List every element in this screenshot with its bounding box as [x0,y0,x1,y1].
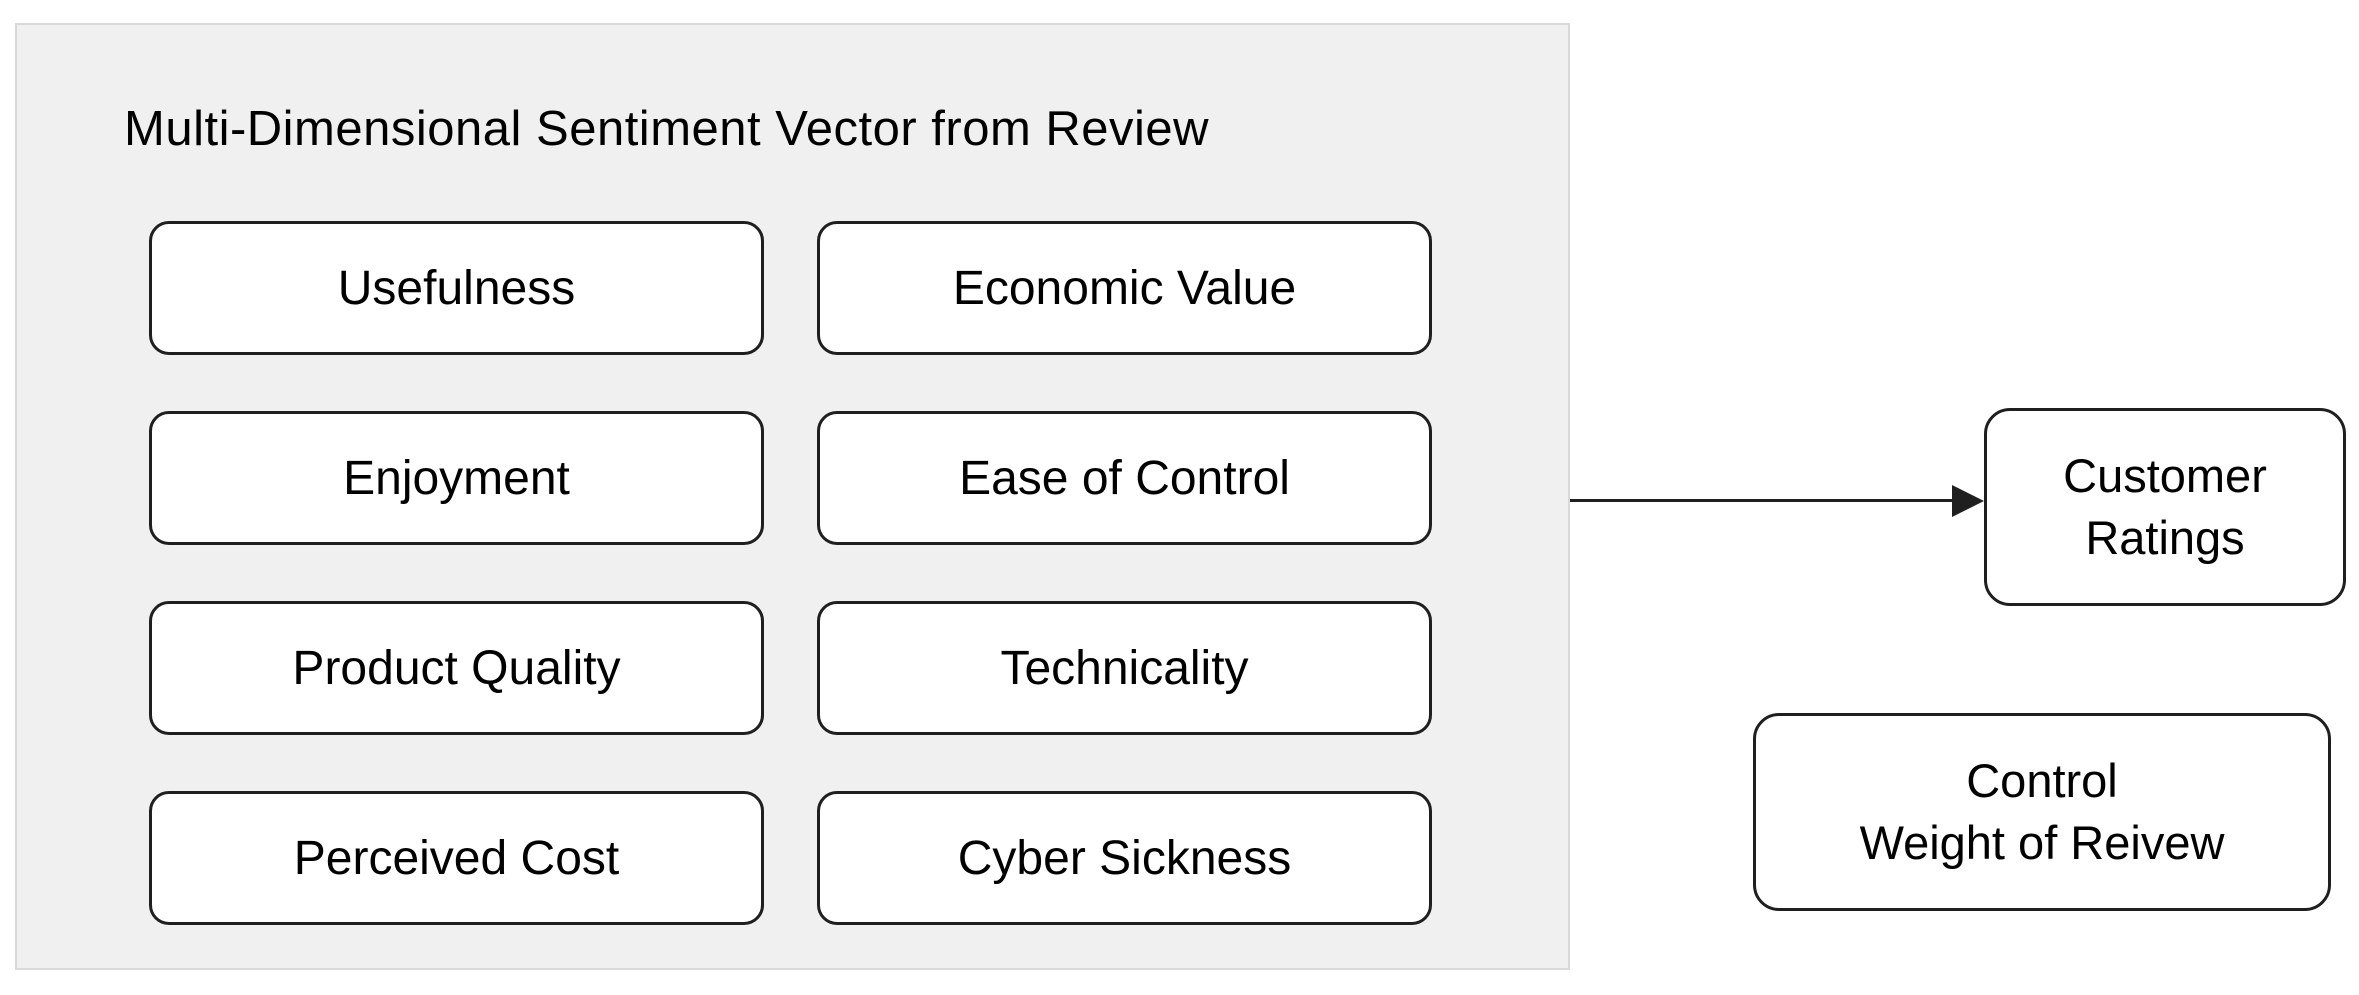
control-weight-node: Control Weight of Reivew [1753,713,2331,911]
panel-title: Multi-Dimensional Sentiment Vector from … [124,102,1210,156]
sentiment-box-enjoyment: Enjoyment [149,411,764,545]
control-weight-line1: Control [1966,753,2118,807]
sentiment-box-product-quality: Product Quality [149,601,764,735]
sentiment-box-perceived-cost: Perceived Cost [149,791,764,925]
sentiment-vector-panel: Multi-Dimensional Sentiment Vector from … [15,23,1570,970]
sentiment-box-cyber-sickness: Cyber Sickness [817,791,1432,925]
sentiment-box-label: Usefulness [337,261,576,315]
sentiment-box-label: Perceived Cost [293,831,620,885]
control-weight-line2: Weight of Reivew [1859,816,2225,869]
sentiment-box-technicality: Technicality [817,601,1432,735]
sentiment-box-label: Product Quality [292,641,621,695]
arrow-panel-to-ratings-head-icon [1952,485,1984,517]
sentiment-box-economic-value: Economic Value [817,221,1432,355]
sentiment-box-label: Economic Value [952,261,1297,315]
customer-ratings-line1: Customer [2063,448,2267,502]
arrow-panel-to-ratings-line [1570,499,1954,502]
sentiment-box-ease-of-control: Ease of Control [817,411,1432,545]
sentiment-box-label: Ease of Control [959,451,1290,505]
sentiment-box-usefulness: Usefulness [149,221,764,355]
sentiment-box-label: Technicality [1000,641,1249,695]
customer-ratings-node: Customer Ratings [1984,408,2346,606]
sentiment-box-label: Enjoyment [343,451,570,505]
sentiment-grid: Usefulness Economic Value Enjoyment Ease… [149,221,1432,925]
sentiment-box-label: Cyber Sickness [957,831,1292,885]
customer-ratings-line2: Ratings [2085,511,2245,564]
